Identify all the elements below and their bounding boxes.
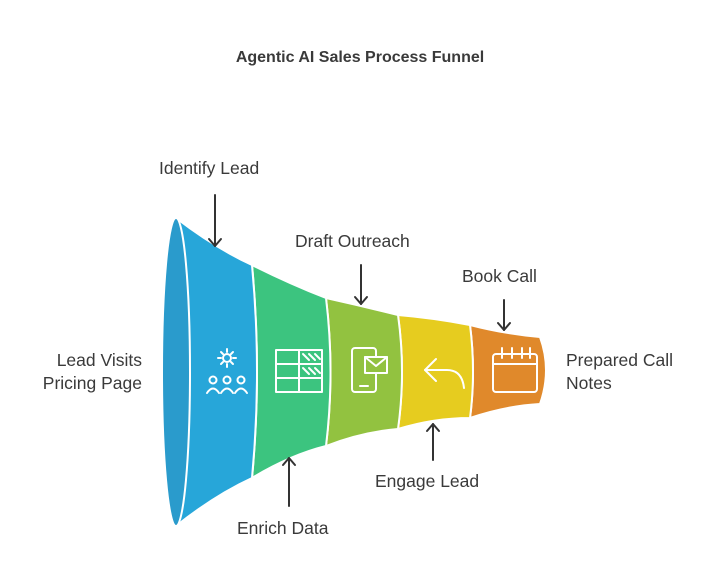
start-label: Lead Visits Pricing Page (43, 349, 142, 395)
funnel-segment-engage-lead (396, 313, 474, 431)
funnel-segment-identify-lead (175, 215, 258, 529)
phone-mail-icon (351, 347, 388, 393)
arrow-up-engage-lead (426, 423, 440, 461)
end-label: Prepared Call Notes (566, 349, 673, 395)
arrow-down-book-call (497, 299, 511, 331)
calendar-icon (492, 347, 538, 393)
stage-label-engage-lead: Engage Lead (375, 471, 480, 491)
arrow-up-enrich-data (282, 457, 296, 507)
gear-people-icon (206, 348, 248, 394)
diagram-title: Agentic AI Sales Process Funnel (235, 49, 485, 66)
end-label-line1: Prepared Call (566, 350, 673, 370)
end-label-line2: Notes (566, 373, 612, 393)
funnel-segment-book-call (468, 323, 547, 420)
stage-label-book-call: Book Call (462, 266, 537, 286)
stage-label-identify-lead: Identify Lead (159, 158, 260, 178)
start-label-line1: Lead Visits (56, 350, 142, 370)
reply-arrow-icon (424, 358, 465, 389)
arrow-down-identify-lead (208, 194, 222, 247)
arrow-down-draft-outreach (354, 264, 368, 305)
start-label-line2: Pricing Page (42, 373, 142, 393)
stage-label-draft-outreach: Draft Outreach (295, 231, 410, 251)
data-table-icon (275, 349, 323, 393)
stage-label-enrich-data: Enrich Data (237, 518, 329, 538)
funnel-mouth (161, 217, 191, 527)
